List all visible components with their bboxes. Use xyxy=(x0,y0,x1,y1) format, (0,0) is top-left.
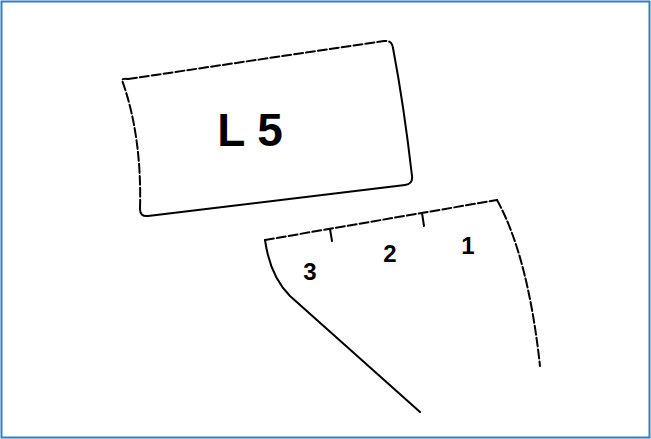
outline xyxy=(260,196,550,418)
vertebra-label: L 5 xyxy=(217,107,283,153)
zone-number: 3 xyxy=(303,260,316,284)
zone-number: 2 xyxy=(383,242,396,266)
zone-number: 1 xyxy=(461,234,474,258)
vertebra-label-box: L 5 xyxy=(118,36,418,222)
spinous-process-zones: 3 2 1 xyxy=(260,196,550,418)
